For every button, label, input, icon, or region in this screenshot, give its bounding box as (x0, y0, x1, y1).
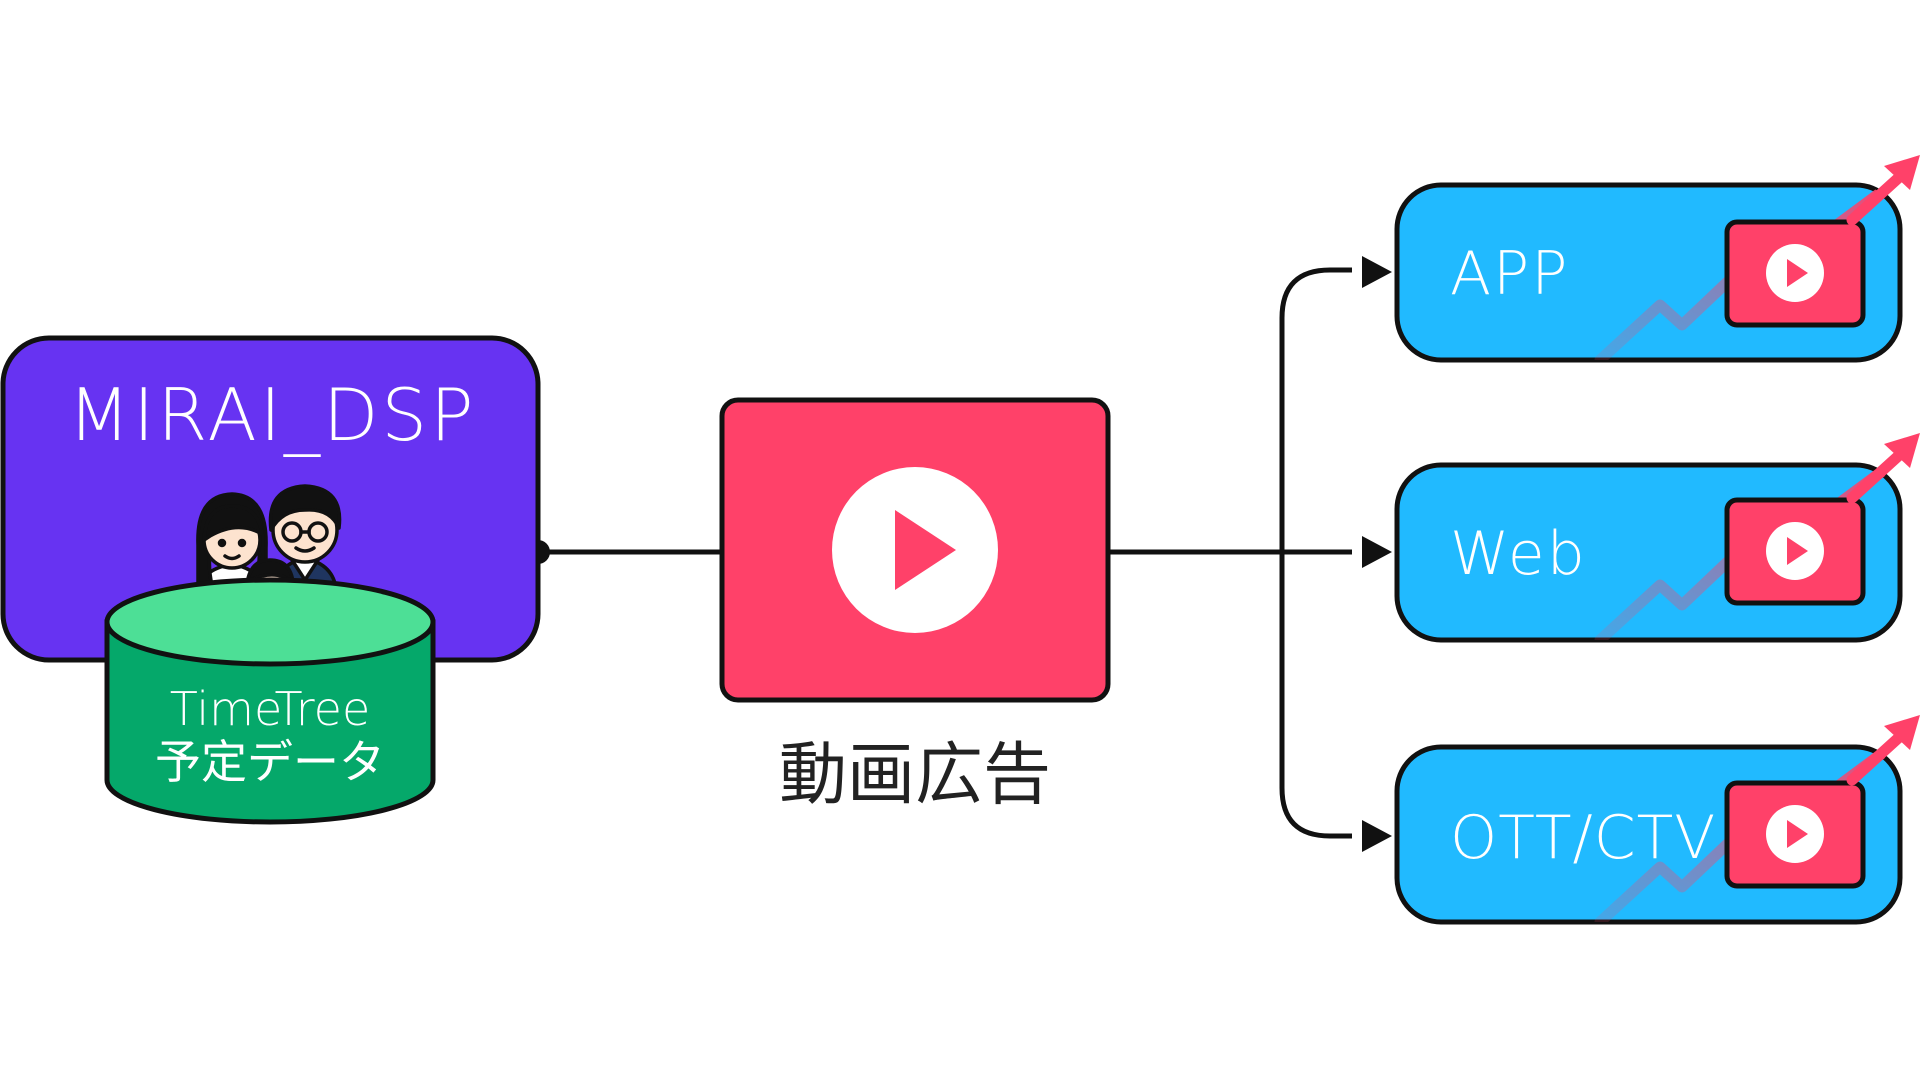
arrowhead-ott (1362, 820, 1392, 852)
growth-arrow-head (1884, 155, 1920, 190)
growth-arrow-shaft (1846, 444, 1911, 504)
connectors (538, 267, 1352, 839)
channel-card-ott-ctv: OTT/CTV (1394, 715, 1920, 925)
arrowhead-app (1362, 256, 1392, 288)
channel-card-app: APP (1394, 155, 1920, 363)
arrowhead-web (1362, 536, 1392, 568)
play-icon (1766, 805, 1824, 863)
growth-arrow-head (1884, 715, 1920, 750)
data-source-line1: TimeTree (170, 682, 371, 736)
growth-arrow-shaft (1846, 726, 1911, 786)
connector-branch (1279, 267, 1352, 839)
channel-label: APP (1450, 239, 1569, 309)
dsp-block: MIRAI_DSP (0, 335, 541, 663)
play-icon (1766, 522, 1824, 580)
channel-label: Web (1450, 519, 1587, 589)
data-source-line2: 予定データ (155, 735, 385, 789)
video-ad-block: 動画広告 (719, 397, 1111, 815)
growth-arrow-shaft (1846, 166, 1911, 226)
growth-arrow-head (1884, 433, 1920, 468)
cylinder-body (104, 619, 436, 825)
channel-label: OTT/CTV (1450, 803, 1716, 873)
arrowheads (1362, 256, 1392, 852)
play-icon (832, 467, 998, 633)
channel-card-web: Web (1394, 433, 1920, 643)
play-icon (1766, 244, 1824, 302)
cylinder-top (104, 577, 436, 667)
timetree-data-cylinder: TimeTree 予定データ (104, 577, 436, 825)
video-ad-label: 動画広告 (779, 736, 1051, 815)
dsp-title: MIRAI_DSP (68, 373, 477, 457)
